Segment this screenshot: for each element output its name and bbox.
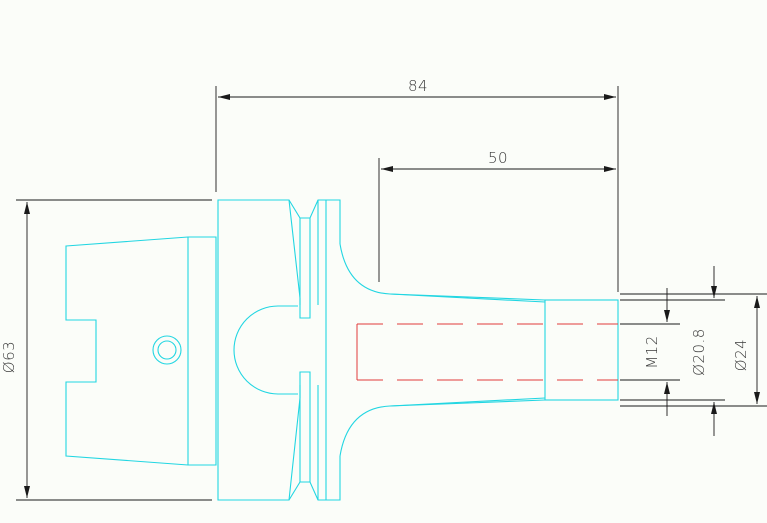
shank-bottom-edge-2 — [389, 397, 546, 407]
taper-body — [65, 236, 217, 466]
part-outline — [65, 199, 619, 501]
dim-label-thread: M12 — [643, 335, 661, 369]
shank-nose — [544, 299, 619, 401]
dim-label-shank-inner-diameter: Ø20.8 — [690, 328, 708, 376]
flange — [217, 199, 301, 501]
dim-label-overall-length: 84 — [408, 77, 428, 95]
groove-bridge-bottom — [299, 371, 311, 385]
v-groove-top — [288, 199, 341, 244]
hidden-thread — [356, 323, 618, 381]
dimensions — [16, 86, 767, 501]
dim-label-flange-diameter: Ø63 — [0, 341, 18, 373]
central-boss — [233, 305, 298, 395]
groove-bridge-top — [299, 305, 311, 319]
cross-hole-outer — [152, 335, 182, 365]
cross-hole-inner — [157, 340, 177, 360]
shank-top-edge-2 — [389, 293, 546, 303]
v-groove-bottom — [288, 456, 341, 501]
dim-label-shank-length: 50 — [488, 149, 508, 167]
dim-label-shank-outer-diameter: Ø24 — [732, 339, 750, 371]
shank-fillet-top — [339, 243, 391, 295]
shank-fillet-bottom — [339, 405, 391, 457]
